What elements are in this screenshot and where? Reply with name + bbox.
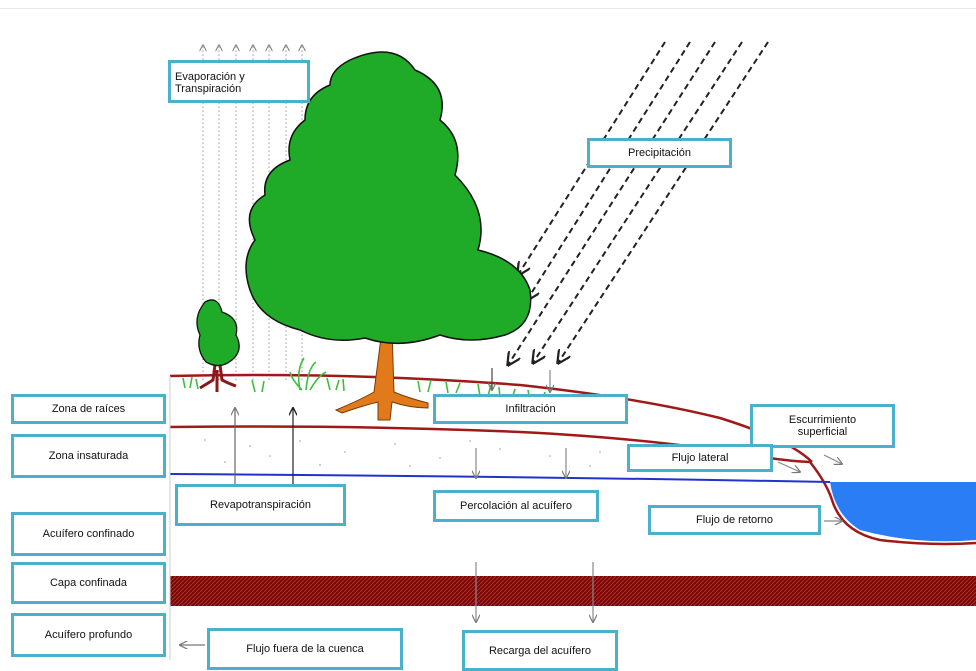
large-tree — [245, 51, 532, 421]
root-zone-label: Zona de raíces — [11, 394, 166, 424]
confined-aquifer-label: Acuífero confinado — [11, 512, 166, 556]
flow-out-of-basin-label: Flujo fuera de la cuenca — [207, 628, 403, 670]
water-table-line — [169, 473, 831, 483]
precipitation-label: Precipitación — [587, 138, 732, 168]
water-body — [830, 482, 976, 542]
confining-layer-label: Capa confinada — [11, 562, 166, 604]
percolation-label: Percolación al acuífero — [433, 490, 599, 522]
evaporation-label-line2: Transpiración — [175, 83, 242, 95]
surface-runoff-label-line1: Escurrimiento — [788, 414, 857, 426]
infiltration-label: Infiltración — [433, 394, 628, 424]
evaporation-label: Evaporación y Transpiración — [168, 60, 310, 103]
confining-layer — [170, 576, 976, 606]
top-divider — [0, 8, 976, 9]
aquifer-recharge-label: Recarga del acuífero — [462, 630, 618, 671]
precipitation-arrows — [508, 41, 769, 365]
deep-aquifer-label: Acuífero profundo — [11, 613, 166, 657]
unsaturated-zone-label: Zona insaturada — [11, 434, 166, 478]
evaporation-label-line1: Evaporación y — [175, 71, 245, 83]
lateral-flow-label: Flujo lateral — [627, 444, 773, 472]
small-tree — [196, 299, 240, 392]
unsaturated-zone-dots — [204, 439, 601, 467]
return-flow-label: Flujo de retorno — [648, 505, 821, 535]
revapotranspiration-label: Revapotranspiración — [175, 484, 346, 526]
surface-runoff-label: Escurrimiento superficial — [750, 404, 895, 448]
surface-runoff-label-line2: superficial — [797, 426, 848, 438]
